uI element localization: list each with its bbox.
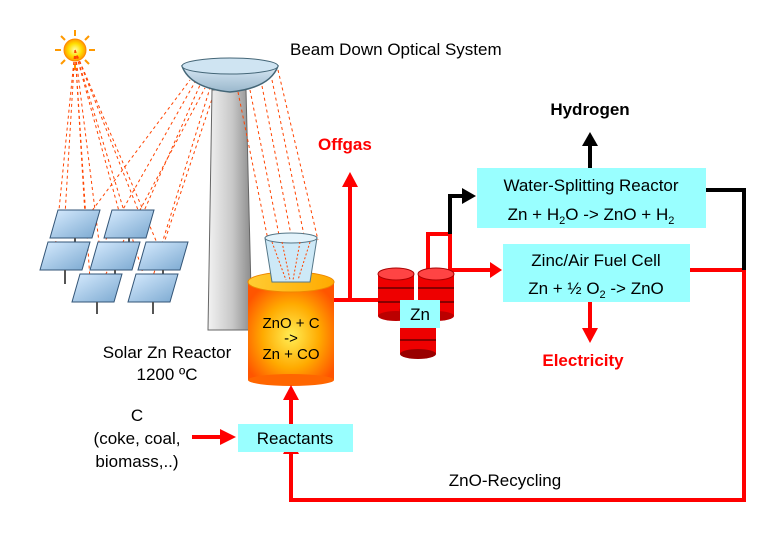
heliostat-field xyxy=(39,209,189,314)
water-splitting-box: Water-Splitting Reactor Zn + H2O -> ZnO … xyxy=(477,168,706,228)
carbon-label-line3: biomass,..) xyxy=(95,452,178,471)
heliostat-icon xyxy=(39,241,91,284)
reactor-cylinder-icon xyxy=(247,271,335,386)
fuel-cell-equation: Zn + ½ O2 -> ZnO xyxy=(528,279,664,301)
beam-down-rays xyxy=(237,69,319,241)
black-flow-lines xyxy=(448,145,746,270)
zno-recycling-label: ZnO-Recycling xyxy=(449,471,561,490)
reactor-eq-line1: ZnO + C xyxy=(262,315,319,332)
water-splitting-title: Water-Splitting Reactor xyxy=(503,176,678,195)
heliostat-icon xyxy=(127,273,179,314)
reactor-eq-line3: Zn + CO xyxy=(262,346,319,363)
electricity-label: Electricity xyxy=(542,351,624,370)
zn-label: Zn xyxy=(410,305,430,324)
beam-down-label: Beam Down Optical System xyxy=(290,40,502,59)
beam-down-mirror xyxy=(181,57,279,93)
reactor-eq-line2: -> xyxy=(284,330,298,347)
solar-reactor-label-line1: Solar Zn Reactor xyxy=(103,343,232,362)
carbon-label-line2: (coke, coal, xyxy=(94,429,181,448)
hydrogen-label: Hydrogen xyxy=(550,100,629,119)
tower-icon xyxy=(207,89,253,331)
offgas-label: Offgas xyxy=(318,135,372,154)
reactants-box: Reactants xyxy=(238,424,353,452)
heliostat-icon xyxy=(89,241,141,284)
black-arrowheads xyxy=(462,132,598,204)
water-splitting-equation: Zn + H2O -> ZnO + H2 xyxy=(508,205,675,227)
carbon-label-line1: C xyxy=(131,406,143,425)
fuel-cell-title: Zinc/Air Fuel Cell xyxy=(531,251,660,270)
solar-reactor-label-line2: 1200 ºC xyxy=(136,365,197,384)
zn-label-box xyxy=(400,300,440,328)
heliostat-icon xyxy=(71,273,123,314)
fuel-cell-box: Zinc/Air Fuel Cell Zn + ½ O2 -> ZnO xyxy=(503,244,690,302)
solar-receiver-window xyxy=(264,232,318,283)
reactants-label: Reactants xyxy=(257,429,334,448)
